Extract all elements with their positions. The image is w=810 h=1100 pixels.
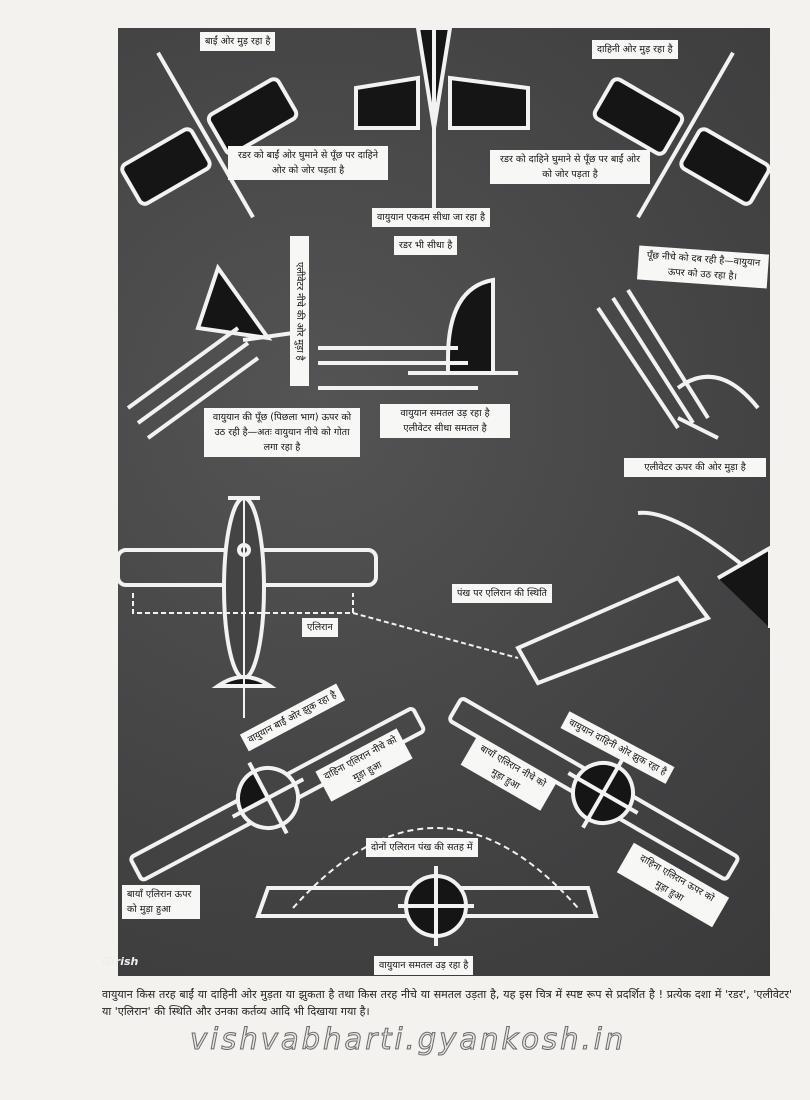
label-elevator-down: एलीवेटर नीचे की ओर मुड़ा है	[290, 236, 309, 386]
label-level-flight: वायुयान समतल उड़ रहा है एलीवेटर सीधा समत…	[380, 404, 510, 438]
elevator-level-diagram	[318, 277, 518, 390]
elevator-down-diagram	[126, 263, 294, 440]
plane-banking-left	[129, 707, 426, 882]
label-elevator-up: एलीवेटर ऊपर की ओर मुड़ा है	[624, 458, 766, 477]
tail-turning-right	[592, 51, 770, 219]
label-turning-right: दाहिनी ओर मुड़ रहा है	[592, 40, 678, 59]
label-both-ailerons-flush: दोनों एलिरान पंख की सतह में	[366, 838, 478, 857]
aircraft-controls-drawing	[118, 28, 770, 946]
tail-straight	[354, 28, 530, 208]
label-straight: वायुयान एकदम सीधा जा रहा है	[372, 208, 490, 227]
label-turning-left: बाईं ओर मुड़ रहा है	[200, 32, 276, 51]
illustration-panel: बाईं ओर मुड़ रहा है दाहिनी ओर मुड़ रहा ह…	[118, 28, 770, 976]
label-aileron-position: पंख पर एलिरान की स्थिति	[452, 584, 552, 603]
watermark: vishvabharti.gyankosh.in	[189, 1022, 627, 1057]
wing-perspective	[515, 510, 770, 686]
plane-top-view	[118, 496, 519, 718]
label-aileron: एलिरान	[302, 618, 338, 637]
artist-signature: Girish	[102, 955, 139, 968]
tail-turning-left	[120, 51, 299, 219]
label-level-flight-bottom: वायुयान समतल उड़ रहा है	[374, 956, 474, 975]
label-rudder-straight: रडर भी सीधा है	[394, 236, 458, 255]
label-rudder-left: रडर को बाईं ओर घुमाने से पूँछ पर दाहिने …	[228, 146, 388, 180]
label-rudder-right: रडर को दाहिने घुमाने से पूँछ पर बाईं ओर …	[490, 150, 650, 184]
label-left-aileron-up: बायाँ एलिरान ऊपर को मुड़ा हुआ	[122, 885, 200, 919]
figure-caption: वायुयान किस तरह बाईं या दाहिनी ओर मुड़ता…	[102, 988, 792, 1018]
label-tail-up-dive: वायुयान की पूँछ (पिछला भाग) ऊपर को उठ रह…	[204, 408, 360, 457]
elevator-up-diagram	[596, 288, 760, 440]
plane-level	[255, 827, 599, 946]
label-level-flight-line1: वायुयान समतल उड़ रहा है	[400, 408, 490, 419]
plane-banking-right	[448, 697, 740, 881]
label-elevator-level: एलीवेटर सीधा समतल है	[403, 423, 487, 434]
